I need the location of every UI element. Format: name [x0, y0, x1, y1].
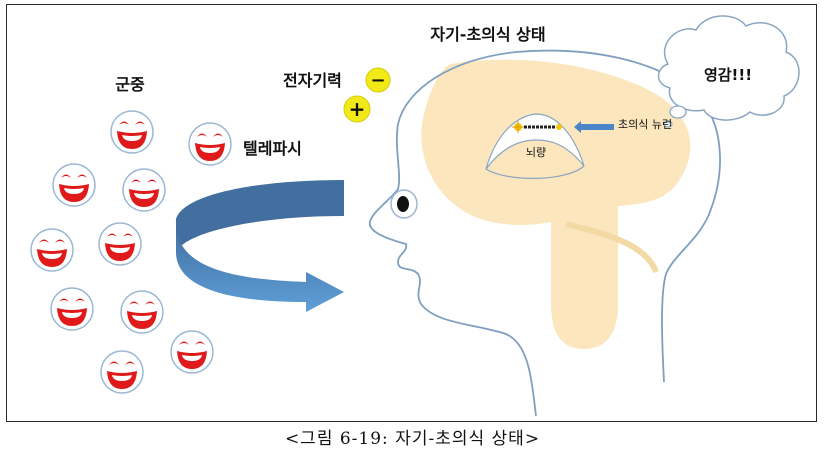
eye-pupil	[397, 196, 409, 212]
crowd-faces	[30, 110, 232, 394]
head-outline	[368, 49, 721, 417]
thought-bubble-tiny	[663, 120, 673, 128]
smiley-face	[188, 122, 232, 166]
superconscious-diagram: 자기-초의식 상태 군중 텔레파시 전자기력 − + 영감!!! 초의식 뉴런 …	[30, 15, 800, 417]
neuron-arrow	[574, 121, 614, 133]
smiley-face	[110, 110, 154, 154]
inspiration-label: 영감!!!	[704, 66, 752, 84]
smiley-face	[98, 222, 142, 266]
brain-detail	[565, 221, 659, 274]
smiley-face	[122, 168, 166, 212]
diagram-title: 자기-초의식 상태	[430, 25, 545, 44]
minus-sign-circle	[365, 67, 391, 93]
telepathy-label: 텔레파시	[243, 139, 302, 158]
telepathy-arrow	[175, 180, 344, 312]
plus-sign: +	[349, 97, 366, 121]
thought-cloud	[657, 15, 800, 121]
smiley-face	[30, 228, 74, 272]
figure-caption: <그림 6-19: 자기-초의식 상태>	[284, 429, 541, 449]
minus-sign: −	[370, 70, 385, 91]
neuron-chain	[512, 121, 562, 133]
smiley-face	[100, 350, 144, 394]
thought-bubble-small	[669, 105, 687, 119]
neuron-label: 초의식 뉴런	[618, 118, 672, 131]
crowd-label: 군중	[115, 75, 145, 94]
smiley-face	[170, 330, 214, 374]
plus-sign-circle	[343, 95, 371, 123]
smiley-face	[120, 290, 164, 334]
smiley-face	[50, 287, 94, 331]
electromagnetic-label: 전자기력	[283, 71, 342, 90]
pineal-label: 뇌량	[526, 146, 546, 159]
brain-region	[421, 59, 691, 350]
smiley-face	[52, 163, 96, 207]
